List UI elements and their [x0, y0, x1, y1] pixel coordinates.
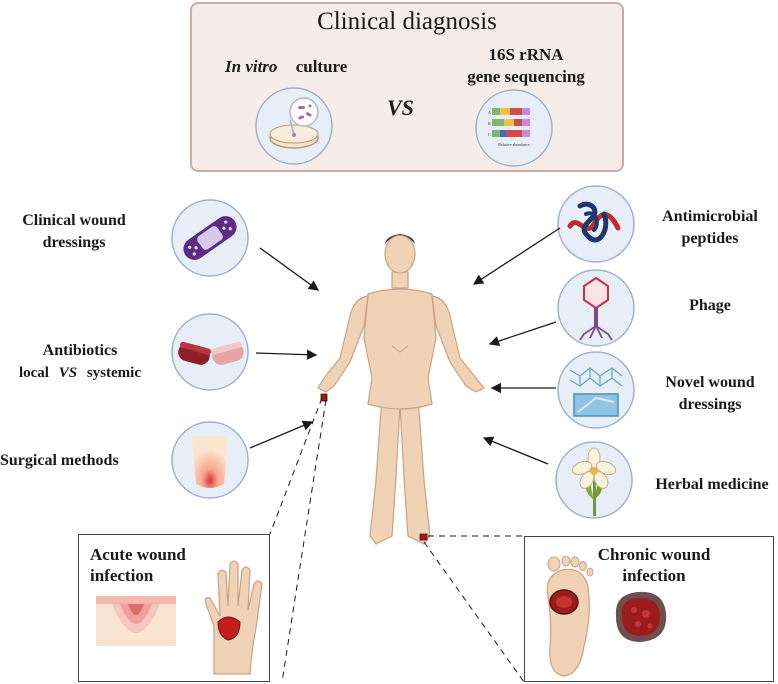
dash-acute-right [281, 399, 327, 683]
culture-text: culture [295, 57, 348, 76]
surgical-skin-icon [171, 421, 249, 499]
phage-label: Phage [689, 297, 731, 314]
chronic-wound-closeup-icon [615, 591, 667, 642]
chart-axis-label: Relative abundance [498, 142, 530, 147]
acute-wound-title: Acute wound infection [90, 544, 186, 586]
injured-hand-icon [204, 560, 263, 675]
novel-dressings-label: Novel wound dressings [640, 372, 778, 416]
acute-line2: infection [90, 566, 154, 585]
antibiotics-label: Antibiotics local VS systemic [0, 340, 160, 384]
arrow-clinical-dressings [259, 247, 320, 291]
human-body-figure [317, 234, 485, 545]
clinical-dressings-label: Clinical wound dressings [22, 212, 126, 251]
amp-line2: peptides [681, 230, 739, 247]
antibiotics-title: Antibiotics [42, 342, 118, 359]
antibiotics-subtitle: local VS systemic [0, 362, 160, 384]
hydrogel-dressing-icon [557, 351, 635, 429]
arrow-herbal [482, 436, 549, 465]
amp-line1: Antimicrobial [662, 208, 758, 225]
capsule-icon [171, 313, 249, 391]
in-vitro-culture-label: In vitro culture [225, 56, 347, 78]
chronic-line1: Chronic wound [597, 545, 711, 564]
antibiotics-vs: VS [58, 365, 78, 381]
chart-row-a: A [488, 110, 491, 115]
sequencing-line1: 16S rRNA [488, 45, 564, 64]
acute-line1: Acute wound [90, 545, 186, 564]
in-vitro-text: In vitro [225, 57, 278, 76]
chart-row-b: B [488, 121, 491, 126]
arrow-amp [472, 227, 561, 285]
arrow-surgical [249, 420, 314, 449]
vs-label: VS [387, 95, 414, 120]
phage-icon [557, 269, 635, 347]
clinical-diagnosis-title: Clinical diagnosis [317, 8, 497, 35]
surgical-label: Surgical methods [0, 452, 119, 469]
herb-flower-icon [555, 441, 633, 519]
peptide-icon [557, 185, 635, 263]
petri-dish-icon [255, 87, 333, 165]
chart-row-c: C [488, 132, 491, 137]
sequencing-line2: gene sequencing [467, 67, 585, 86]
novel-line2: dressings [678, 396, 742, 413]
dash-acute-left [269, 397, 323, 535]
antibiotics-local: local [18, 365, 49, 381]
novel-line1: Novel wound [665, 374, 755, 391]
arrow-phage [488, 321, 557, 347]
dash-chronic-bottom [423, 541, 525, 683]
amp-label: Antimicrobial peptides [640, 206, 778, 250]
antibiotics-systemic: systemic [86, 365, 141, 381]
abundance-chart-icon: A B C Relative abundance [475, 89, 553, 167]
skin-layer-icon [96, 596, 176, 646]
sequencing-label: 16S rRNA gene sequencing [461, 44, 591, 88]
herbal-label: Herbal medicine [655, 476, 769, 493]
foot-sole-icon [546, 556, 594, 677]
bandage-icon [171, 199, 249, 277]
chronic-line2: infection [622, 566, 686, 585]
chronic-wound-title: Chronic wound infection [574, 544, 734, 586]
arrow-antibiotics [255, 349, 318, 360]
